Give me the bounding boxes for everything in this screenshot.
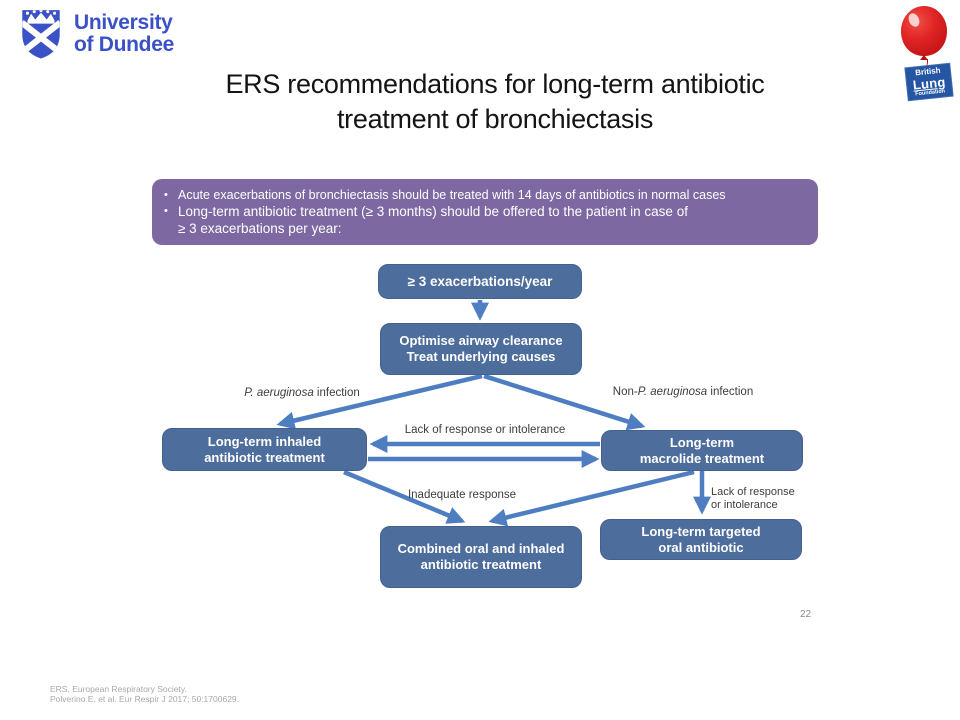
dundee-wordmark-line1: University xyxy=(74,11,173,34)
footer-citation: ERS, European Respiratory Society. Polve… xyxy=(50,684,239,704)
balloon-icon xyxy=(901,6,947,56)
node-exacerbations-per-year: ≥ 3 exacerbations/year xyxy=(378,264,582,299)
page-title-line2: treatment of bronchiectasis xyxy=(336,104,654,134)
dundee-shield-icon xyxy=(20,8,62,65)
arrow-macrolide-to-combined xyxy=(488,469,695,527)
label-non-p-aeruginosa-italic: P. aeruginosa xyxy=(637,386,708,398)
infobox-bullet-1: • Acute exacerbations of bronchiectasis … xyxy=(164,187,802,203)
node-long-term-inhaled-antibiotic: Long-term inhaled antibiotic treatment xyxy=(162,428,367,471)
footer-citation-line2: Polverino E, et al. Eur Respir J 2017; 5… xyxy=(50,694,240,704)
label-p-aeruginosa-italic: P. aeruginosa xyxy=(244,387,314,399)
node-long-term-targeted-oral: Long-term targeted oral antibiotic xyxy=(600,519,802,560)
label-non-p-aeruginosa-infection: Non-P. aeruginosa infection xyxy=(613,386,753,398)
blf-tag: British Lung Foundation xyxy=(904,62,954,102)
page-title-line1: ERS recommendations for long-term antibi… xyxy=(225,69,765,99)
bullet-icon: • xyxy=(164,189,168,201)
infobox-bullet-2: • Long-term antibiotic treatment (≥ 3 mo… xyxy=(164,203,802,237)
university-of-dundee-logo: University of Dundee xyxy=(20,8,174,65)
dundee-wordmark-line2: of Dundee xyxy=(74,33,174,56)
bullet-icon: • xyxy=(164,205,168,217)
infobox-bullet-1-text: Acute exacerbations of bronchiectasis sh… xyxy=(178,188,726,202)
page-title: ERS recommendations for long-term antibi… xyxy=(150,67,840,137)
label-inadequate-response: Inadequate response xyxy=(407,489,517,501)
balloon-string xyxy=(923,59,928,67)
node-combined-oral-inhaled: Combined oral and inhaled antibiotic tre… xyxy=(380,526,582,588)
label-non-p-aeruginosa-suffix: infection xyxy=(707,386,754,398)
label-non-prefix: Non- xyxy=(612,386,638,398)
label-p-aeruginosa-infection: P. aeruginosa infection xyxy=(244,387,360,399)
label-lack-of-response-right: Lack of response or intolerance xyxy=(711,486,795,511)
footer-citation-line1: ERS, European Respiratory Society. xyxy=(50,684,187,694)
infobox-bullet-2-text: Long-term antibiotic treatment (≥ 3 mont… xyxy=(178,204,688,236)
page-number: 22 xyxy=(800,609,812,620)
balloon-tie xyxy=(920,55,928,60)
node-optimise-airway-clearance: Optimise airway clearance Treat underlyi… xyxy=(380,323,582,375)
british-lung-foundation-logo: British Lung Foundation xyxy=(893,4,959,102)
node-long-term-macrolide: Long-term macrolide treatment xyxy=(601,430,803,471)
arrow-optimise-to-macrolide xyxy=(483,373,646,431)
arrow-optimise-to-inhaled xyxy=(276,373,483,430)
recommendations-infobox: • Acute exacerbations of bronchiectasis … xyxy=(152,179,818,245)
label-p-aeruginosa-suffix: infection xyxy=(313,387,360,399)
label-lack-of-response-top: Lack of response or intolerance xyxy=(404,424,566,436)
dundee-wordmark: University of Dundee xyxy=(74,12,174,56)
